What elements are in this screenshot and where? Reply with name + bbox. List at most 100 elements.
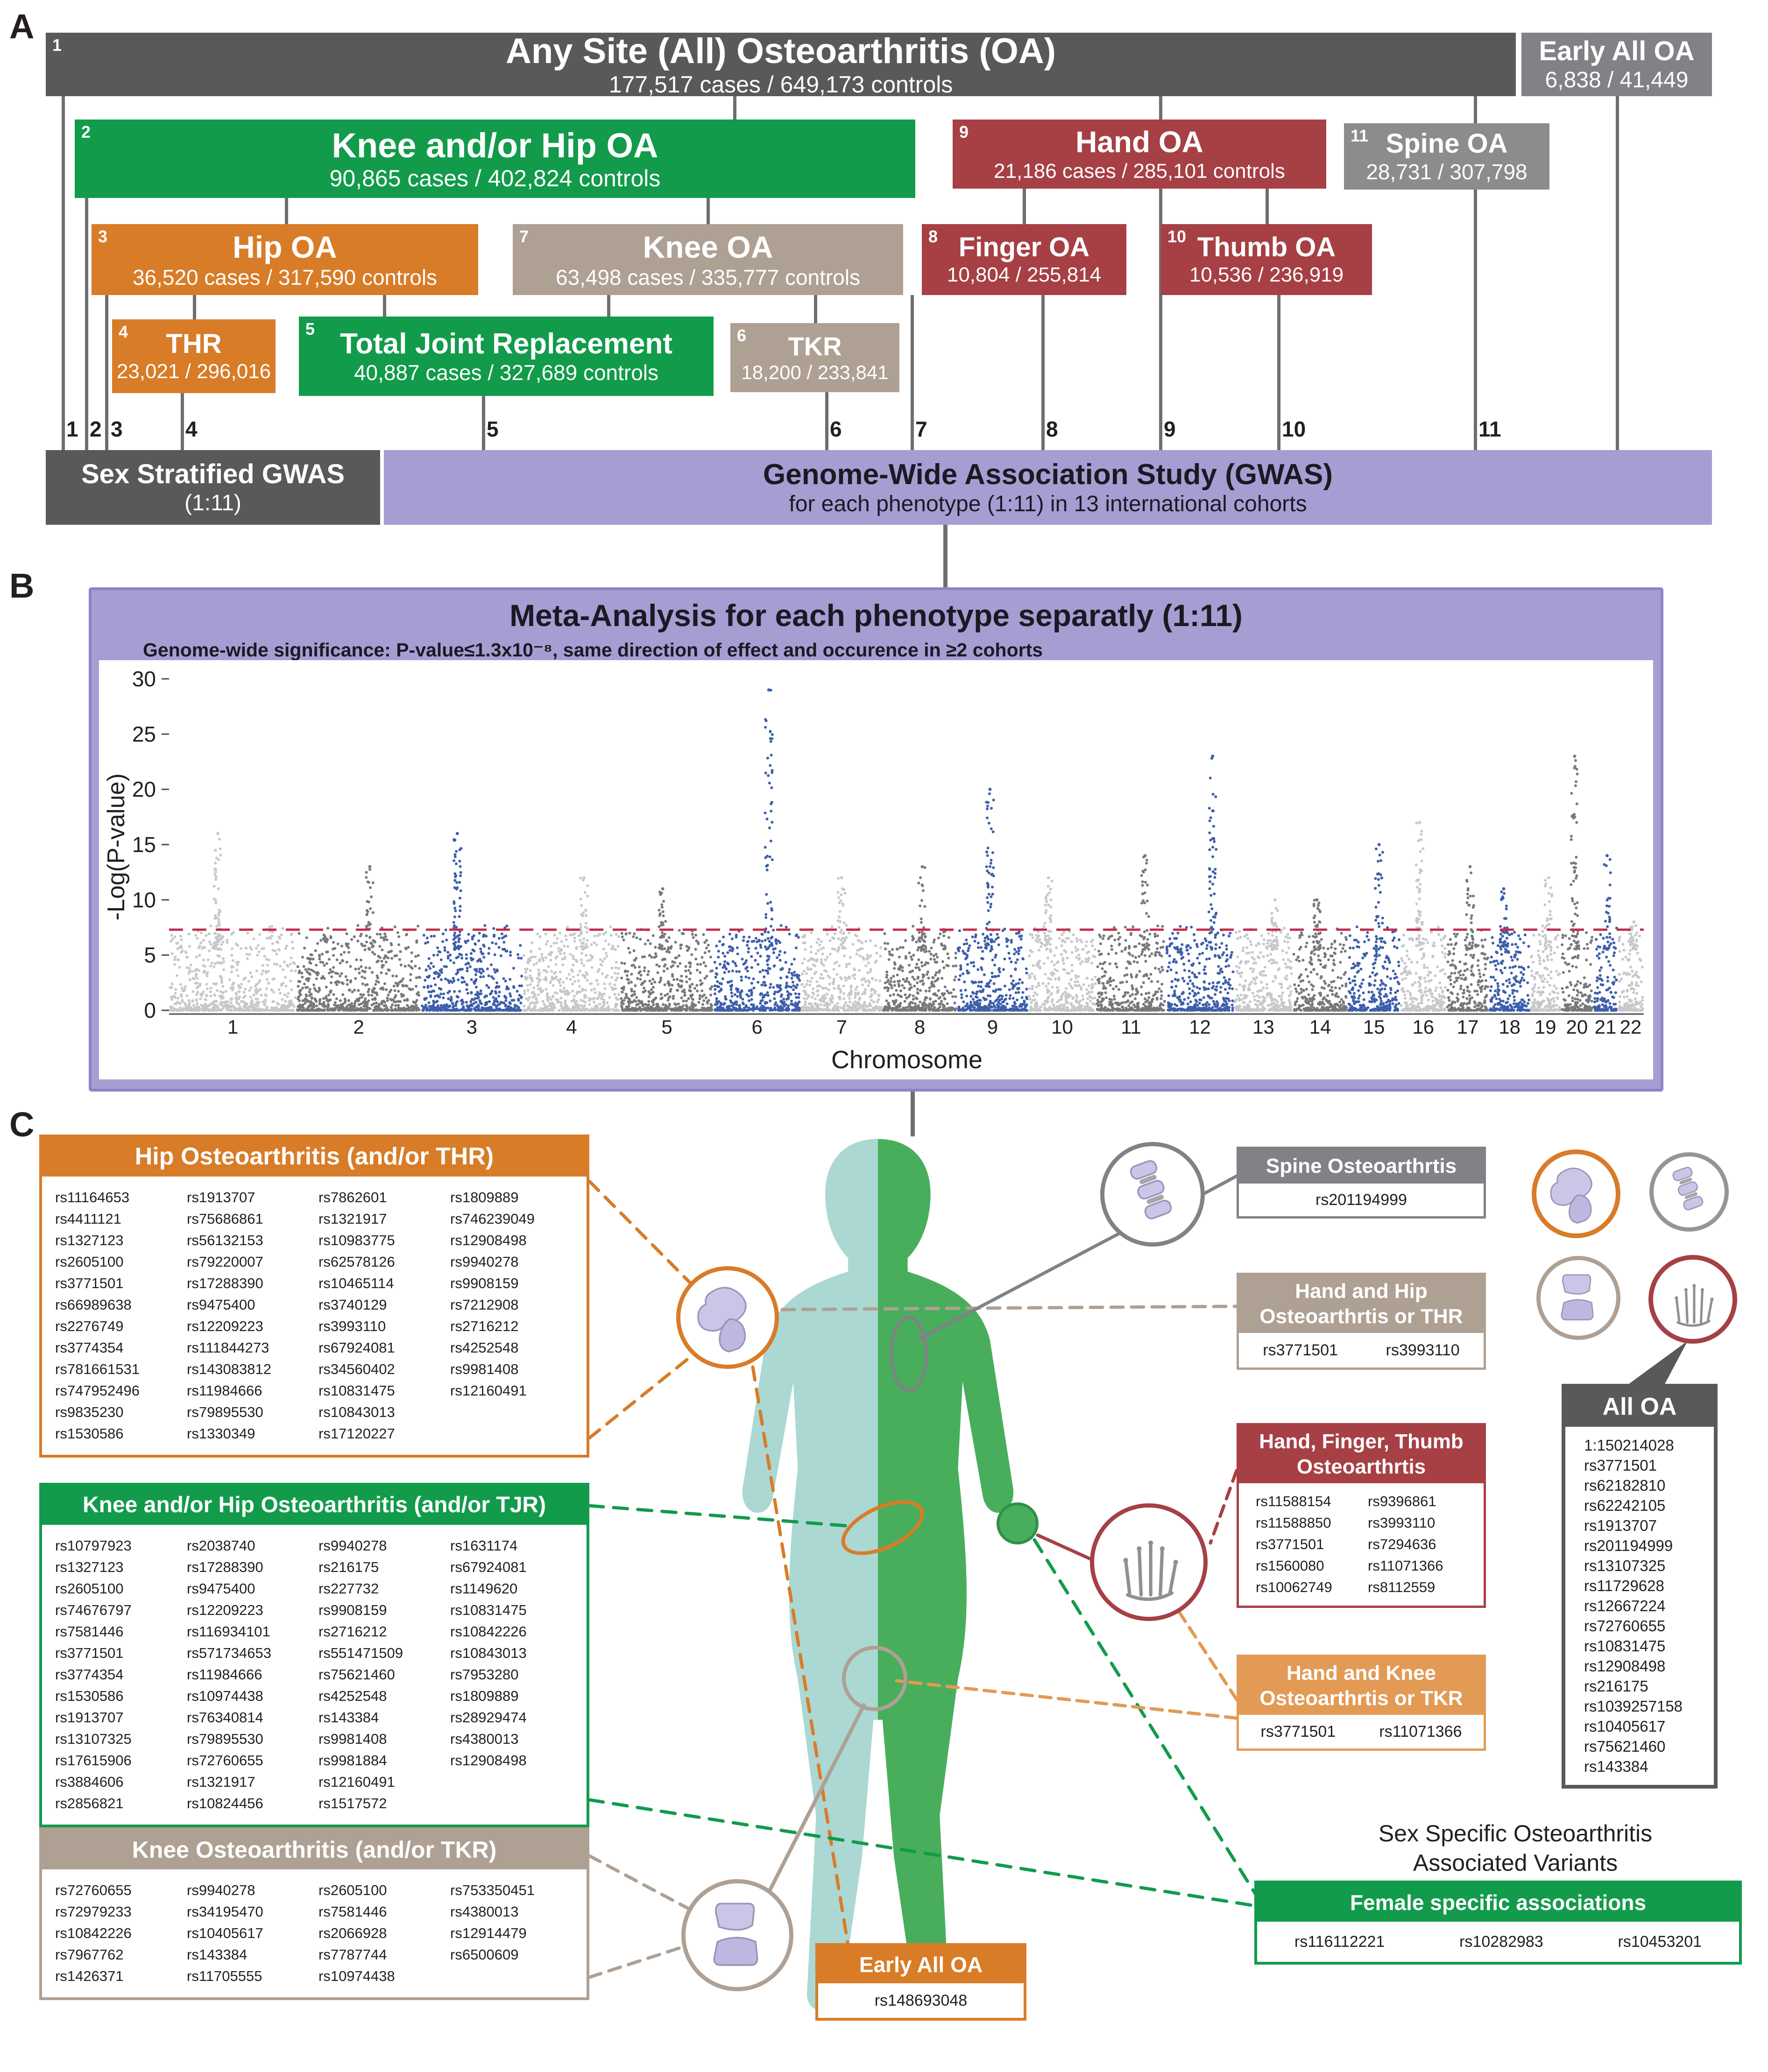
snp-id: rs1809889 (450, 1189, 519, 1205)
connector-line (85, 198, 88, 450)
svg-text:3: 3 (467, 1016, 477, 1038)
snp-id: rs2716212 (318, 1623, 387, 1640)
connector (1175, 1607, 1238, 1701)
early-all-oa-snp-box: Early All OA rs148693048 (815, 1943, 1026, 2021)
connector-line (1159, 96, 1162, 120)
spine-annotation-circle (1100, 1142, 1205, 1247)
snp-id: rs4252548 (318, 1688, 387, 1704)
box-title: THR (166, 329, 222, 359)
hand-knee-title-line1: Hand and Knee (1286, 1662, 1436, 1685)
svg-text:20: 20 (132, 777, 156, 802)
svg-text:7: 7 (836, 1016, 847, 1038)
snp-id: rs17288390 (187, 1275, 263, 1291)
snp-id: rs1517572 (318, 1795, 387, 1811)
snp-id: rs11071366 (1368, 1558, 1443, 1574)
snp-id: rs12160491 (318, 1774, 395, 1790)
spine-snp-box: Spine Osteoarthrtis rs201194999 (1237, 1147, 1486, 1219)
box-title: Knee and/or Hip OA (332, 126, 658, 165)
snp-id: rs10831475 (318, 1382, 395, 1399)
svg-text:5: 5 (144, 943, 156, 967)
snp-id: rs201194999 (1584, 1537, 1673, 1554)
hand-knee-snp-list: rs3771501 rs11071366 (1239, 1715, 1484, 1748)
significance-note: Genome-wide significance: P-value≤1.3x10… (143, 639, 1043, 661)
snp-id: rs12209223 (187, 1602, 263, 1618)
snp-id: 1:150214028 (1584, 1437, 1674, 1454)
box-hand-oa: 9 Hand OA 21,186 cases / 285,101 control… (953, 120, 1326, 189)
phenotype-number: 7 (915, 417, 927, 441)
hand-knee-snp-box: Hand and Knee Osteoarthrtis or TKR rs377… (1237, 1655, 1486, 1751)
hip-joint-circle (676, 1266, 779, 1369)
meta-analysis-panel: Meta-Analysis for each phenotype separat… (89, 587, 1663, 1092)
snp-id: rs10824456 (187, 1795, 263, 1811)
phenotype-number: 2 (90, 417, 102, 441)
snp-id: rs62578126 (318, 1254, 395, 1270)
box-subtitle: 63,498 cases / 335,777 controls (555, 265, 861, 289)
snp-id: rs2605100 (55, 1580, 124, 1597)
box-number: 7 (519, 227, 529, 246)
snp-id: rs10842226 (55, 1925, 132, 1941)
hft-title-line2: Osteoarthrtis (1296, 1455, 1426, 1478)
snp-id: rs216175 (318, 1559, 379, 1575)
snp-id: rs9475400 (187, 1297, 255, 1313)
snp-id: rs753350451 (450, 1882, 535, 1898)
snp-id: rs143384 (187, 1946, 248, 1963)
legend-hand-circle (1648, 1255, 1737, 1344)
snp-id: rs2716212 (450, 1318, 519, 1334)
svg-text:2: 2 (354, 1016, 364, 1038)
snp-id: rs3771501 (55, 1275, 124, 1291)
box-tjr: 5 Total Joint Replacement 40,887 cases /… (299, 317, 714, 396)
box-subtitle: 10,536 / 236,919 (1189, 263, 1344, 287)
early-box-title: Early All OA (818, 1946, 1024, 1983)
snp-id: rs11984666 (187, 1382, 262, 1399)
snp-id: rs7967762 (55, 1946, 124, 1963)
snp-id: rs74676797 (55, 1602, 132, 1618)
snp-id: rs1530586 (55, 1688, 124, 1704)
sex-specific-line1: Sex Specific Osteoarthritis (1378, 1820, 1653, 1846)
svg-text:6: 6 (752, 1016, 763, 1038)
snp-id: rs10405617 (1584, 1718, 1666, 1735)
connector-line (105, 295, 108, 450)
snp-id: rs75621460 (318, 1666, 395, 1683)
snp-id: rs3771501 (1260, 1722, 1336, 1741)
snp-id: rs79895530 (187, 1404, 263, 1420)
svg-text:15: 15 (132, 832, 156, 857)
connector-line (911, 1092, 915, 1136)
box-subtitle: 28,731 / 307,798 (1366, 159, 1528, 184)
svg-text:0: 0 (144, 998, 156, 1022)
snp-id: rs1631174 (450, 1537, 518, 1554)
box-title: Any Site (All) Osteoarthritis (OA) (505, 31, 1056, 71)
snp-id: rs3993110 (1368, 1515, 1436, 1531)
snp-id: rs9908159 (450, 1275, 519, 1291)
snp-id: rs3771501 (1263, 1341, 1338, 1359)
snp-id: rs1530586 (55, 1425, 124, 1442)
hand-hip-title-line2: Osteoarthrtis or THR (1259, 1305, 1463, 1328)
female-snp-box: Female specific associations rs116112221… (1254, 1881, 1742, 1965)
body-left-half (742, 1139, 878, 2012)
box-title: Spine OA (1386, 128, 1508, 159)
snp-id: rs11164653 (55, 1189, 130, 1205)
snp-id: rs9475400 (187, 1580, 255, 1597)
svg-text:1: 1 (227, 1016, 238, 1038)
snp-id: rs10282983 (1459, 1932, 1543, 1951)
snp-id: rs62182810 (1584, 1477, 1666, 1494)
legend-knee-circle (1536, 1256, 1620, 1340)
box-number: 5 (305, 319, 315, 338)
snp-id: rs201194999 (1315, 1191, 1407, 1209)
torso-ellipse (890, 1316, 928, 1392)
snp-id: rs2605100 (318, 1882, 387, 1898)
snp-id: rs143083812 (187, 1361, 271, 1377)
snp-id: rs9981408 (318, 1731, 387, 1747)
hip-snp-box-title: Hip Osteoarthritis (and/or THR) (42, 1137, 587, 1177)
snp-id: rs12209223 (187, 1318, 263, 1334)
snp-id: rs11071366 (1379, 1722, 1462, 1741)
